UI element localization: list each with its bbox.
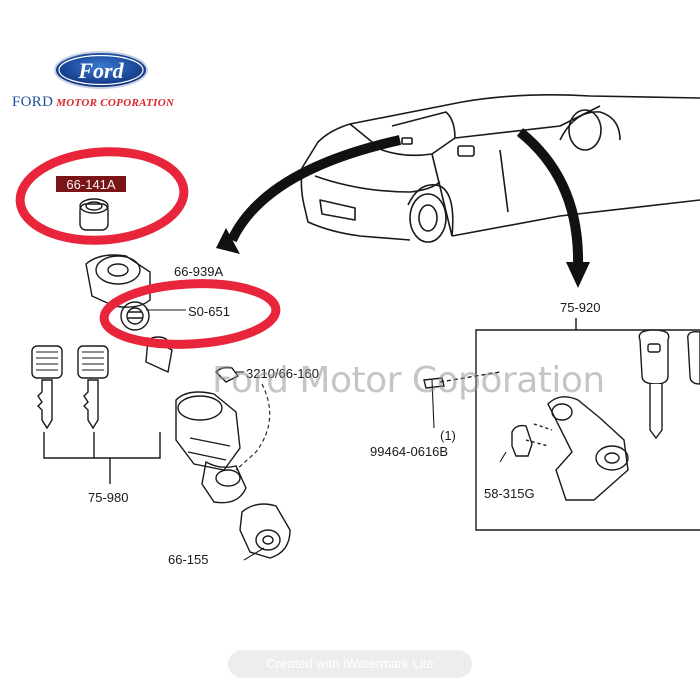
arrow-left (216, 135, 402, 254)
car-illustration (300, 94, 700, 243)
company-first: FORD (12, 94, 54, 110)
label-66-939a: 66-939A (174, 264, 223, 279)
label-66-141a: 66-141A (66, 177, 115, 192)
label-3210: 3210/66-160 (246, 366, 319, 381)
label-75-920: 75-920 (560, 300, 600, 315)
label-qty-1: (1) (440, 428, 456, 443)
highlight-rings (15, 147, 281, 349)
label-75-980: 75-980 (88, 490, 128, 505)
keys-75-980 (31, 345, 161, 484)
company-rest: MOTOR COPORATION (56, 97, 175, 109)
box-75-920 (423, 318, 700, 531)
parts-left (79, 198, 291, 559)
leader-lines (146, 309, 507, 561)
arrow-right (516, 128, 590, 288)
labels: 66-141A 66-939A S0-651 3210/66-160 75-98… (56, 176, 600, 567)
label-99464: 99464-0616B (370, 444, 448, 459)
watermark-pill: Created with iWatermark Lite (228, 650, 472, 678)
ford-logo-text: Ford (77, 58, 124, 83)
ford-logo: Ford (54, 51, 148, 89)
label-66-155: 66-155 (168, 552, 208, 567)
label-58-315g: 58-315G (484, 486, 535, 501)
highlight-ring-s0-651 (99, 279, 281, 349)
highlight-ring-66-141a (15, 147, 189, 245)
label-s0-651: S0-651 (188, 304, 230, 319)
watermark-text: Ford Motor Coporation (212, 360, 605, 401)
